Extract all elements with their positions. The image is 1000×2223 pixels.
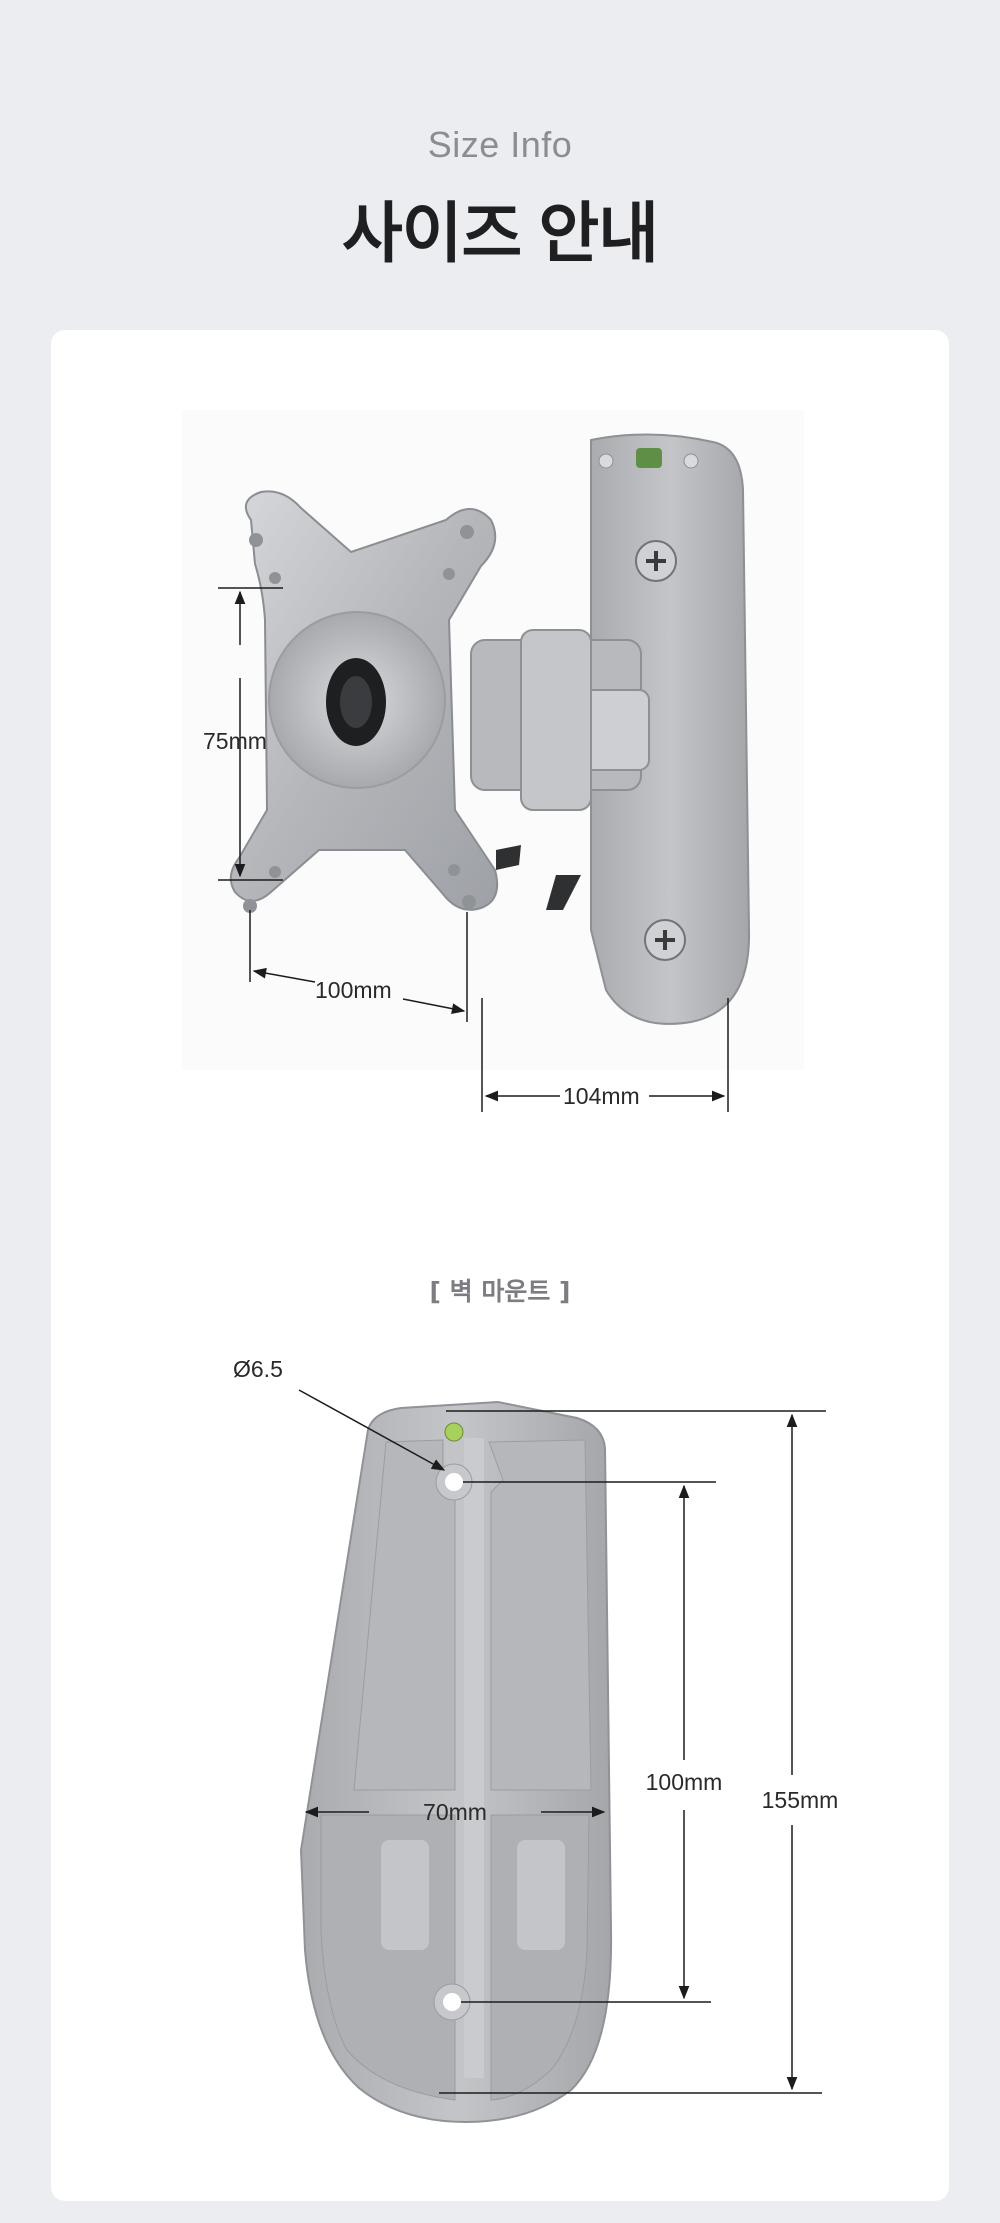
size-diagrams: 75mm 100mm 104mm [ 벽 마운트 ] xyxy=(182,410,839,2124)
dim-label-height: 75mm xyxy=(203,728,267,754)
bubble-level-icon xyxy=(444,1422,464,1442)
dim-label-total-height: 155mm xyxy=(762,1787,839,1813)
section-title: 사이즈 안내 xyxy=(342,196,659,270)
page-header: Size Info 사이즈 안내 xyxy=(0,0,1000,330)
mount-hole-top xyxy=(445,1473,463,1491)
bubble-level-icon xyxy=(636,448,662,468)
dim-label-depth: 104mm xyxy=(563,1083,640,1109)
lever-icon xyxy=(546,875,581,910)
section-subtitle: Size Info xyxy=(427,124,573,165)
wall-mount-dimensions: Ø6.5 70mm 100mm 155mm xyxy=(233,1356,839,2094)
wall-mount-caption: [ 벽 마운트 ] xyxy=(430,1277,571,1306)
dim-label-hole-spacing: 100mm xyxy=(315,977,392,1003)
dim-label-hole-diameter: Ø6.5 xyxy=(233,1356,283,1382)
size-info-card: 75mm 100mm 104mm [ 벽 마운트 ] xyxy=(51,330,949,2201)
wall-mount-plate-illustration xyxy=(299,1400,613,2124)
mount-hole-bottom xyxy=(443,1993,461,2011)
swivel-bracket-illustration xyxy=(182,410,804,1070)
bracket-dimensions: 75mm 100mm 104mm xyxy=(203,587,729,1112)
dim-label-width: 70mm xyxy=(423,1799,487,1825)
dim-label-hole-distance: 100mm xyxy=(646,1769,723,1795)
